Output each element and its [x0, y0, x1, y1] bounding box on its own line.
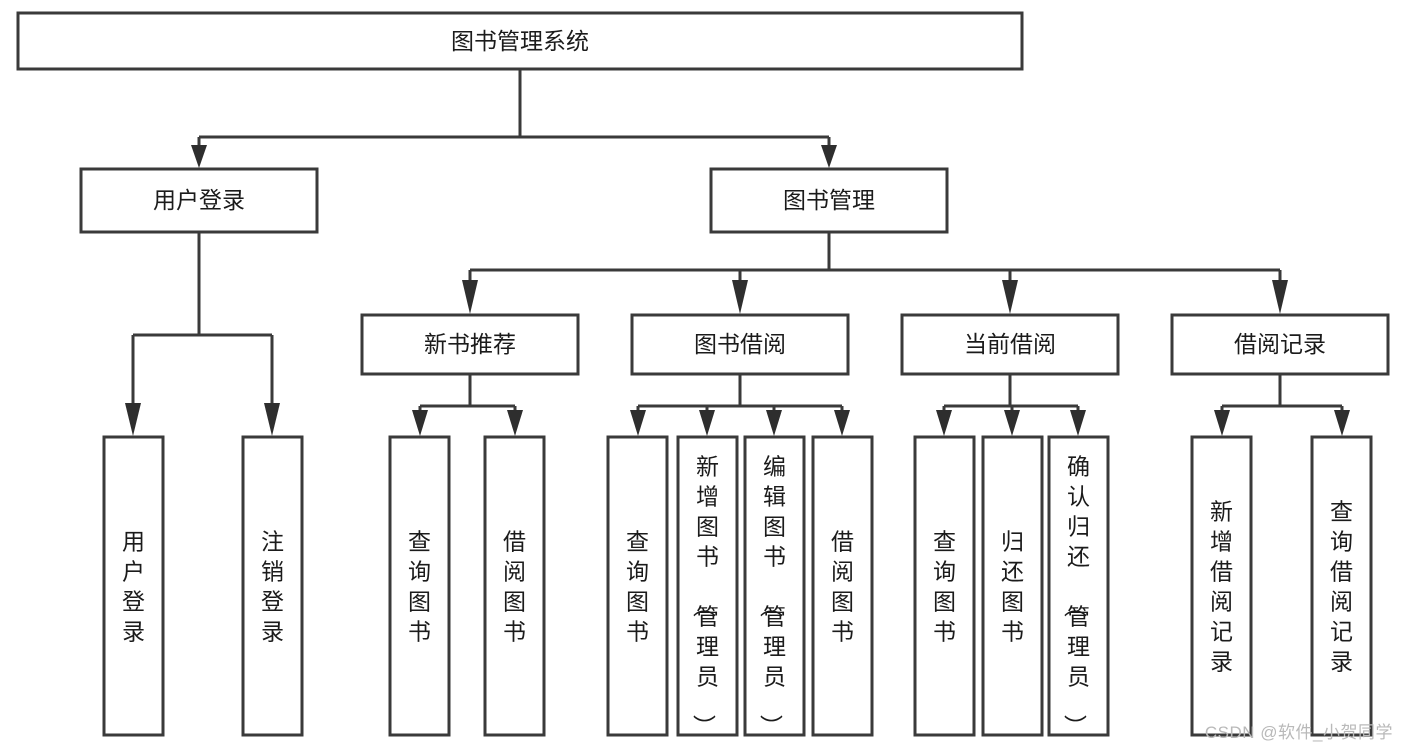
- arrow-icon-leaf-rec-borrow-book: [507, 410, 523, 436]
- leaf-bb-add-book-label: 新增图书（管理员）: [691, 453, 719, 737]
- node-root-label: 图书管理系统: [451, 28, 589, 54]
- leaf-cb-confirm-return-box[interactable]: [1047, 435, 1110, 737]
- node-book-borrow[interactable]: 图书借阅: [630, 313, 850, 376]
- leaf-br-add-record[interactable]: 新增借阅记录: [1190, 435, 1253, 737]
- leaf-user-login-label: 用户登录: [122, 528, 145, 644]
- node-new-book-rec-label: 新书推荐: [424, 331, 516, 357]
- leaf-bb-edit-book-label: 编辑图书（管理员）: [758, 453, 786, 737]
- arrow-icon-leaf-bb-query-book: [630, 410, 646, 436]
- leaf-bb-query-book-label: 查询图书: [626, 528, 649, 644]
- connector-group-current-borrow-leaves: [936, 374, 1086, 436]
- node-root[interactable]: 图书管理系统: [16, 11, 1024, 71]
- leaf-user-login-box[interactable]: [102, 435, 165, 737]
- node-new-book-rec-box[interactable]: [360, 313, 580, 376]
- leaf-bb-query-book-box[interactable]: [606, 435, 669, 737]
- leaf-bb-edit-book-box[interactable]: [743, 435, 806, 737]
- leaf-bb-borrow-book-label: 借阅图书: [831, 528, 854, 644]
- leaf-rec-borrow-book-label: 借阅图书: [503, 528, 526, 644]
- node-borrow-record[interactable]: 借阅记录: [1170, 313, 1390, 376]
- leaf-bb-query-book[interactable]: 查询图书: [606, 435, 669, 737]
- leaf-br-query-record[interactable]: 查询借阅记录: [1310, 435, 1373, 737]
- node-borrow-record-label: 借阅记录: [1234, 331, 1326, 357]
- leaf-cb-confirm-return-label: 确认归还（管理员）: [1062, 453, 1090, 737]
- connector-group-new-book-rec-leaves: [412, 374, 523, 436]
- arrow-icon-borrow-record: [1272, 280, 1288, 314]
- node-new-book-rec[interactable]: 新书推荐: [360, 313, 580, 376]
- node-book-manage-label: 图书管理: [783, 187, 875, 213]
- connector-group-borrow-record-leaves: [1214, 374, 1350, 436]
- leaf-logout-label: 注销登录: [261, 528, 284, 644]
- leaf-rec-query-book-box[interactable]: [388, 435, 451, 737]
- leaf-bb-edit-book[interactable]: 编辑图书（管理员）: [743, 435, 806, 737]
- leaf-br-query-record-label: 查询借阅记录: [1330, 498, 1353, 674]
- node-user-login[interactable]: 用户登录: [79, 167, 319, 234]
- connector-group-book-manage-to-level3: [462, 232, 1288, 314]
- node-book-borrow-box[interactable]: [630, 313, 850, 376]
- leaf-br-add-record-label: 新增借阅记录: [1210, 498, 1233, 674]
- arrow-icon-leaf-bb-add-book: [699, 410, 715, 436]
- leaf-cb-query-book-box[interactable]: [913, 435, 976, 737]
- connector-group-user-login-leaves: [125, 232, 280, 436]
- node-user-login-label: 用户登录: [153, 187, 245, 213]
- leaf-cb-query-book[interactable]: 查询图书: [913, 435, 976, 737]
- arrow-icon-leaf-rec-query-book: [412, 410, 428, 436]
- leaf-cb-confirm-return[interactable]: 确认归还（管理员）: [1047, 435, 1110, 737]
- arrow-icon-current-borrow: [1002, 280, 1018, 314]
- leaf-rec-borrow-book-box[interactable]: [483, 435, 546, 737]
- arrow-icon-leaf-br-add-record: [1214, 410, 1230, 436]
- leaf-rec-borrow-book[interactable]: 借阅图书: [483, 435, 546, 737]
- arrow-icon-leaf-br-query-record: [1334, 410, 1350, 436]
- node-current-borrow-label: 当前借阅: [964, 331, 1056, 357]
- leaf-logout-box[interactable]: [241, 435, 304, 737]
- arrow-icon-book-borrow: [732, 280, 748, 314]
- arrow-icon-leaf-bb-borrow-book: [834, 410, 850, 436]
- leaf-rec-query-book[interactable]: 查询图书: [388, 435, 451, 737]
- node-book-manage[interactable]: 图书管理: [709, 167, 949, 234]
- node-root-box[interactable]: [16, 11, 1024, 71]
- leaf-br-query-record-box[interactable]: [1310, 435, 1373, 737]
- node-user-login-box[interactable]: [79, 167, 319, 234]
- leaf-br-add-record-box[interactable]: [1190, 435, 1253, 737]
- leaf-bb-borrow-book[interactable]: 借阅图书: [811, 435, 874, 737]
- arrow-icon-leaf-logout: [264, 403, 280, 436]
- arrow-icon-leaf-bb-edit-book: [766, 410, 782, 436]
- arrow-icon-leaf-cb-confirm-return: [1070, 410, 1086, 436]
- leaf-cb-return-book-box[interactable]: [981, 435, 1044, 737]
- leaf-bb-add-book-box[interactable]: [676, 435, 739, 737]
- leaf-node-layer: 用户登录 注销登录 查询图书 借阅图书 查询图书 新增图书（管理员） 编辑图书（管理员） 借阅…: [102, 435, 1373, 737]
- arrow-icon-leaf-cb-return-book: [1004, 410, 1020, 436]
- node-book-borrow-label: 图书借阅: [694, 331, 786, 357]
- leaf-user-login[interactable]: 用户登录: [102, 435, 165, 737]
- arrow-icon-leaf-user-login: [125, 403, 141, 436]
- node-current-borrow[interactable]: 当前借阅: [900, 313, 1120, 376]
- leaf-rec-query-book-label: 查询图书: [408, 528, 431, 644]
- leaf-bb-add-book[interactable]: 新增图书（管理员）: [676, 435, 739, 737]
- connector-group-book-borrow-leaves: [630, 374, 850, 436]
- leaf-logout[interactable]: 注销登录: [241, 435, 304, 737]
- arrow-icon-new-book-rec: [462, 280, 478, 314]
- arrow-icon-user-login: [191, 145, 207, 168]
- leaf-bb-borrow-book-box[interactable]: [811, 435, 874, 737]
- leaf-cb-return-book-label: 归还图书: [1001, 528, 1024, 644]
- leaf-cb-query-book-label: 查询图书: [933, 528, 956, 644]
- arrow-icon-book-manage: [821, 145, 837, 168]
- node-borrow-record-box[interactable]: [1170, 313, 1390, 376]
- leaf-cb-return-book[interactable]: 归还图书: [981, 435, 1044, 737]
- node-book-manage-box[interactable]: [709, 167, 949, 234]
- connector-group-root-to-level2: [191, 69, 837, 168]
- arrow-icon-leaf-cb-query-book: [936, 410, 952, 436]
- node-current-borrow-box[interactable]: [900, 313, 1120, 376]
